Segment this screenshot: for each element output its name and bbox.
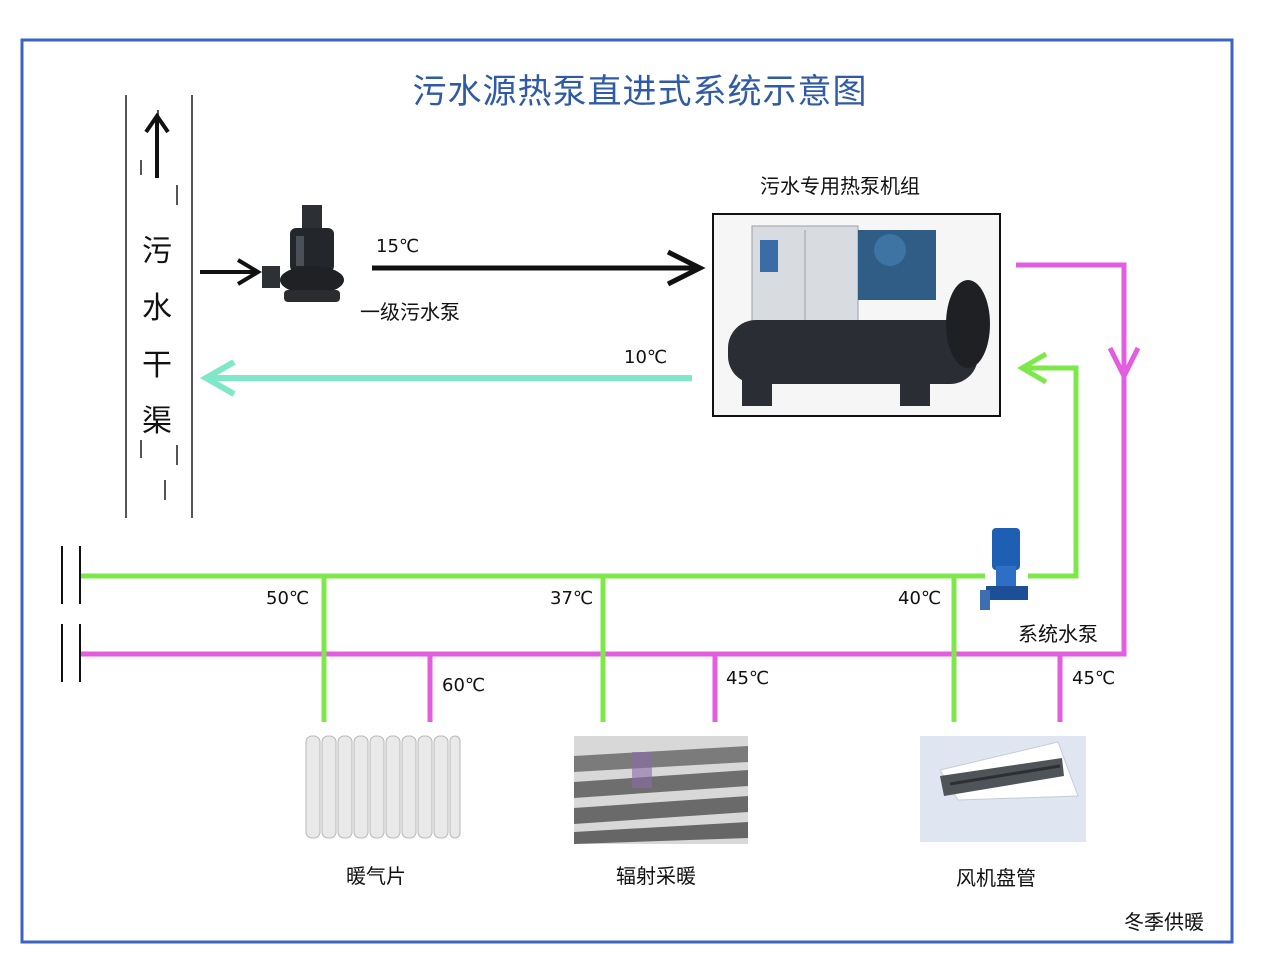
temp-floor-return: 37℃: [550, 588, 594, 609]
sewage-channel: [125, 95, 193, 518]
channel-label-char-4: 渠: [142, 404, 172, 439]
heat-pump-unit-label: 污水专用热泵机组: [760, 174, 920, 198]
channel-dashes: [140, 110, 178, 500]
temp-fancoil-supply: 45℃: [1072, 668, 1116, 689]
fan-coil-icon: [920, 736, 1086, 842]
sewage-supply-arrow: [372, 249, 706, 287]
channel-flow-arrow-icon: [144, 112, 170, 178]
radiator-icon: [305, 735, 461, 839]
pipe-end-caps: [61, 546, 81, 682]
temp-supply-in: 15℃: [376, 236, 420, 257]
diagram-border: [20, 38, 1234, 944]
system-pump-icon: [980, 528, 1028, 610]
radiator-label: 暖气片: [346, 864, 406, 888]
radiant-floor-label: 辐射采暖: [616, 864, 696, 888]
primary-pump-label: 一级污水泵: [360, 300, 460, 324]
radiant-floor-icon: [574, 736, 748, 844]
fan-coil-label: 风机盘管: [956, 866, 1036, 890]
temp-floor-supply: 45℃: [726, 668, 770, 689]
season-label: 冬季供暖: [1124, 910, 1204, 934]
primary-pump-icon: [262, 205, 344, 302]
sewage-return-arrow: [199, 359, 692, 397]
channel-label-char-3: 干: [142, 348, 172, 383]
temp-radiator-supply: 60℃: [442, 675, 486, 696]
temp-return-out: 10℃: [624, 347, 668, 368]
return-pipe: [80, 351, 1079, 722]
intake-arrow-icon: [200, 258, 262, 286]
system-pump-label: 系统水泵: [1018, 622, 1098, 646]
temp-fancoil-return: 40℃: [898, 588, 942, 609]
temp-radiator-return: 50℃: [266, 588, 310, 609]
channel-label-char-2: 水: [142, 291, 172, 326]
channel-label-char-1: 污: [142, 234, 172, 269]
diagram-title: 污水源热泵直进式系统示意图: [412, 72, 868, 112]
heat-pump-unit: [712, 213, 1001, 417]
